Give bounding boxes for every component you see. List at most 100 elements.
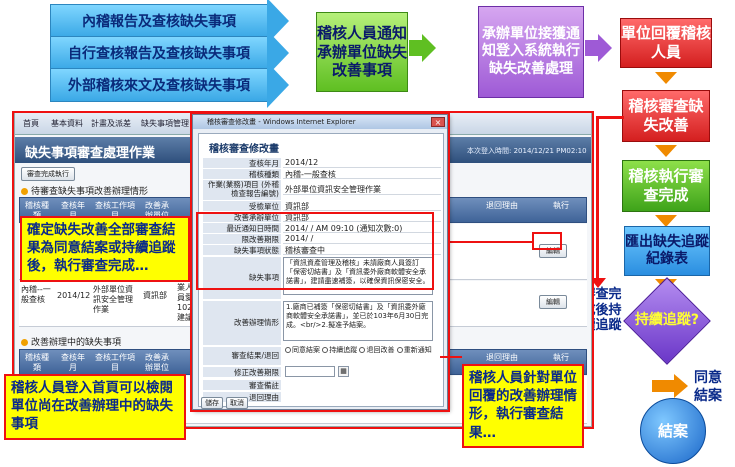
source-label: 自行查核報告及查核缺失事項	[68, 46, 250, 62]
th-year-month: 查核年月	[61, 201, 85, 220]
row-item: 外部單位資訊安全管理作業	[93, 285, 133, 314]
receive-arrow-shaft	[585, 40, 599, 56]
review-callout: 稽核人員針對單位回覆的改善辦理情形，執行審查結果…	[462, 364, 584, 448]
row-kind: 內稽--一般查核	[21, 285, 51, 304]
th-item: 查核工作項目	[95, 353, 135, 372]
radio-icon	[396, 347, 403, 353]
field-label: 限改善期限	[203, 234, 281, 244]
loop-line	[596, 116, 599, 284]
login-time: 本次登入時間: 2014/12/21 PM02:10	[467, 147, 587, 155]
field-label: 查核年月	[203, 158, 281, 168]
dialog-heading: 稽核審查修改畫	[209, 144, 279, 155]
dialog-highlight-frame	[190, 112, 450, 412]
field-label: 最近通知日時間	[203, 223, 281, 233]
page-title: 缺失事項審查處理作業	[25, 146, 156, 161]
notify-arrow-shaft	[409, 40, 423, 56]
notify-arrow-head	[422, 34, 436, 62]
field-value: 2014/ / AM 09:10 (通知次數:0)	[283, 223, 441, 233]
step-export-box: 匯出缺失追蹤紀錄表	[624, 226, 710, 276]
field-value: 內稽-一般查核	[283, 169, 441, 179]
decision-label-wrap: 持續追蹤?	[626, 300, 708, 342]
nav-plan[interactable]: 計畫及派差	[91, 119, 131, 128]
step-reply-label: 單位回覆稽核人員	[621, 24, 712, 61]
agree-arrow-head	[674, 374, 688, 398]
step-receive-box: 承辦單位接獲通知登入系統執行缺失改善處理	[478, 6, 584, 98]
row-extra2: 102	[177, 303, 193, 312]
row-year-month: 2014/12	[57, 291, 91, 300]
close-label: 結案	[657, 421, 688, 440]
section-pending-label: 待審查缺失事項改善辦理情形	[31, 187, 149, 197]
nav-issue-management[interactable]: 缺失事項管理	[141, 119, 189, 128]
row-extra: 業人員愛	[177, 283, 193, 302]
loop-arrow-head	[590, 278, 606, 288]
flow-down-arrow	[655, 72, 677, 84]
edit-connector-line	[446, 241, 532, 243]
review-callout-pointer	[440, 356, 462, 374]
step-reply-box: 單位回覆稽核人員	[620, 18, 712, 68]
radio-icon	[359, 347, 366, 353]
field-label: 缺失事項狀態	[203, 245, 281, 255]
field-label: 受檢單位	[203, 201, 281, 211]
step-notify-label: 稽核人員通知承辦單位缺失改善事項	[317, 23, 408, 80]
section-in-progress: 改善辦理中的缺失事項	[21, 335, 121, 348]
row-unit: 資訊部	[143, 291, 167, 300]
field-value: 資訊部	[283, 212, 441, 222]
content-highlight-frame	[196, 212, 434, 290]
field-value: 2014/ /	[283, 234, 441, 244]
close-icon[interactable]: ×	[431, 117, 445, 127]
agree-label: 同意結案	[694, 370, 722, 404]
step-notify-box: 稽核人員通知承辦單位缺失改善事項	[316, 12, 408, 92]
result-radio-group: 同意結案 持續追蹤 退回改善 重新通知	[285, 346, 441, 355]
flow-down-arrow	[655, 215, 677, 227]
field-label: 改善承辦單位	[203, 212, 281, 222]
source-internal-audit-arrow: 內稽報告及查核缺失事項	[50, 0, 290, 44]
field-label: 審查備註	[203, 380, 281, 390]
radio-renotify[interactable]: 重新通知	[396, 346, 432, 354]
flow-down-arrow	[655, 145, 677, 157]
source-external-audit-arrow: 外部稽核來文及查核缺失事項	[50, 62, 290, 108]
field-label: 改善辦理情形	[203, 301, 281, 345]
edit-button-highlight	[532, 232, 562, 250]
calendar-icon[interactable]: ▦	[338, 366, 349, 377]
source-label: 內稽報告及查核缺失事項	[82, 14, 236, 30]
dialog-body: 稽核審查修改畫 查核年月 2014/12 稽核種類 內稽-一般查核 作業(業務)…	[198, 133, 444, 407]
th-action: 執行	[553, 201, 569, 210]
close-review-button[interactable]: 審查完成執行	[21, 167, 75, 181]
radio-approve[interactable]: 同意結案	[285, 346, 320, 354]
receive-arrow-head	[598, 34, 612, 62]
field-label: 作業(業務)項目 (外稽檢查報告編號)	[203, 180, 281, 200]
dialog-titlebar: 稽核審查修改畫 - Windows Internet Explorer ×	[193, 115, 447, 129]
dialog-window-title: 稽核審查修改畫 - Windows Internet Explorer	[207, 118, 356, 126]
field-label: 審查結果/退回	[203, 347, 281, 365]
step-review-box: 稽核審查缺失改善	[622, 90, 710, 142]
th-action: 執行	[553, 353, 569, 362]
cancel-button[interactable]: 取消	[226, 397, 248, 409]
source-label: 外部稽核來文及查核缺失事項	[68, 78, 250, 94]
th-unit: 改善承辦單位	[145, 201, 169, 220]
nav-home[interactable]: 首頁	[23, 119, 39, 128]
save-button[interactable]: 儲存	[201, 397, 223, 409]
th-return-reason: 退回理由	[486, 201, 518, 210]
nav-basic-data[interactable]: 基本資料	[51, 119, 83, 128]
date-input[interactable]	[285, 366, 335, 377]
agree-arrow-shaft	[652, 380, 674, 392]
section-pending: 待審查缺失事項改善辦理情形	[21, 184, 148, 197]
confirm-callout: 確定缺失改善全部審查結果為同意結案或持續追蹤後，執行審查完成…	[20, 216, 190, 282]
handling-textarea[interactable]: 1.廠商已補簽「保密切結書」及「資訊委外廠商軟體安全承諾書」，並已於103年6月…	[283, 301, 433, 341]
loop-line	[596, 116, 624, 119]
th-kind: 稽核種類	[25, 353, 49, 372]
field-value: 稽核審查中	[283, 245, 441, 255]
bullet-icon	[21, 188, 28, 195]
radio-continue[interactable]: 持續追蹤	[322, 346, 357, 354]
step-export-label: 匯出缺失追蹤紀錄表	[625, 233, 709, 268]
decision-label: 持續追蹤?	[634, 312, 700, 329]
field-value: 資訊部	[283, 201, 441, 211]
review-dialog: 稽核審查修改畫 - Windows Internet Explorer × 稽核…	[192, 114, 448, 410]
login-callout: 稽核人員登入首頁可以檢閱單位尚在改善辦理中的缺失事項	[4, 374, 186, 440]
radio-return[interactable]: 退回改善	[359, 346, 394, 354]
step-execute-box: 稽核執行審查完成	[622, 160, 710, 212]
radio-icon	[322, 347, 329, 353]
close-circle: 結案	[640, 398, 706, 464]
th-unit: 改善承辦單位	[145, 353, 169, 372]
edit-button[interactable]: 編輯	[539, 295, 567, 309]
